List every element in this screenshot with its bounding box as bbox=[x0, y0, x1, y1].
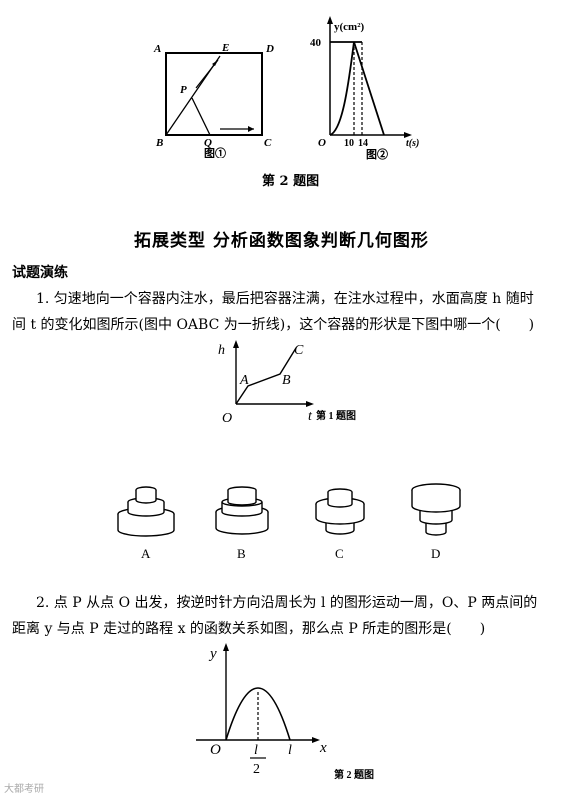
fig2-y-label: y(cm²) bbox=[334, 21, 365, 33]
q1-graph-origin: O bbox=[222, 411, 232, 426]
q2-graph: y O l 2 l x 第 2 题图 bbox=[196, 643, 374, 781]
fig2-origin: O bbox=[318, 137, 326, 149]
figure-2-graph: y(cm²) 40 O 10 14 t(s) 图② bbox=[310, 16, 419, 160]
q2-text-line1: 2. 点 P 从点 O 出发，按逆时针方向沿周长为 l 的图形运动一周，O、P … bbox=[36, 595, 538, 611]
option-d-container[interactable] bbox=[411, 483, 461, 536]
option-c-container[interactable] bbox=[315, 488, 365, 535]
fig2-x-tick-14: 14 bbox=[358, 138, 368, 149]
q2-graph-half-numerator: l bbox=[254, 743, 258, 758]
label-C: C bbox=[264, 137, 272, 149]
q2-graph-y-label: y bbox=[208, 646, 217, 662]
q1-options: A B C D bbox=[117, 483, 461, 561]
q2-graph-caption: 第 2 题图 bbox=[334, 768, 374, 781]
option-b-container[interactable] bbox=[215, 486, 269, 535]
q1-text-line1: 1. 匀速地向一个容器内注水，最后把容器注满，在注水过程中，水面高度 h 随时 bbox=[36, 291, 534, 307]
option-a-container[interactable] bbox=[117, 486, 175, 537]
q2-graph-half-denominator: 2 bbox=[253, 762, 260, 777]
fig2-x-label: t(s) bbox=[406, 138, 419, 149]
q2-graph-x-label: x bbox=[319, 740, 327, 756]
watermark: 大都考研 bbox=[4, 784, 44, 795]
q2-graph-origin: O bbox=[210, 742, 221, 758]
fig2-y-tick: 40 bbox=[310, 37, 322, 49]
q1-graph-y-label: h bbox=[218, 343, 225, 358]
option-c-label[interactable]: C bbox=[335, 546, 344, 561]
label-A: A bbox=[153, 43, 161, 55]
section-title: 拓展类型 分析函数图象判断几何图形 bbox=[134, 231, 429, 251]
q1-text-line2: 间 t 的变化如图所示(图中 OABC 为一折线)，这个容器的形状是下图中哪一个… bbox=[12, 317, 535, 333]
label-D: D bbox=[265, 43, 274, 55]
option-d-label[interactable]: D bbox=[431, 546, 440, 561]
label-B: B bbox=[155, 137, 163, 149]
option-a-label[interactable]: A bbox=[141, 546, 151, 561]
q1-graph-caption: 第 1 题图 bbox=[316, 409, 356, 422]
q2-graph-end-label: l bbox=[288, 743, 292, 758]
figure-1-caption: 图① bbox=[204, 146, 226, 158]
q1-graph-point-C: C bbox=[294, 343, 304, 358]
q1-graph: h O A B C t 第 1 题图 bbox=[218, 340, 356, 426]
section-subheading: 试题演练 bbox=[12, 265, 68, 281]
option-b-label[interactable]: B bbox=[237, 546, 246, 561]
fig2-x-tick-10: 10 bbox=[344, 138, 354, 149]
top-figure-caption: 第 2 题图 bbox=[262, 174, 320, 189]
label-P: P bbox=[180, 84, 187, 96]
figure-2-caption: 图② bbox=[366, 147, 388, 160]
q2-text-line2: 距离 y 与点 P 走过的路程 x 的函数关系如图，那么点 P 所走的图形是( … bbox=[12, 621, 486, 637]
q1-graph-x-label: t bbox=[308, 409, 313, 424]
q1-graph-point-A: A bbox=[239, 373, 249, 388]
label-Q: Q bbox=[204, 137, 212, 149]
q1-graph-point-B: B bbox=[282, 373, 291, 388]
figure-1-rectangle: A E D P B Q C 图① bbox=[153, 42, 274, 158]
label-E: E bbox=[221, 42, 229, 54]
